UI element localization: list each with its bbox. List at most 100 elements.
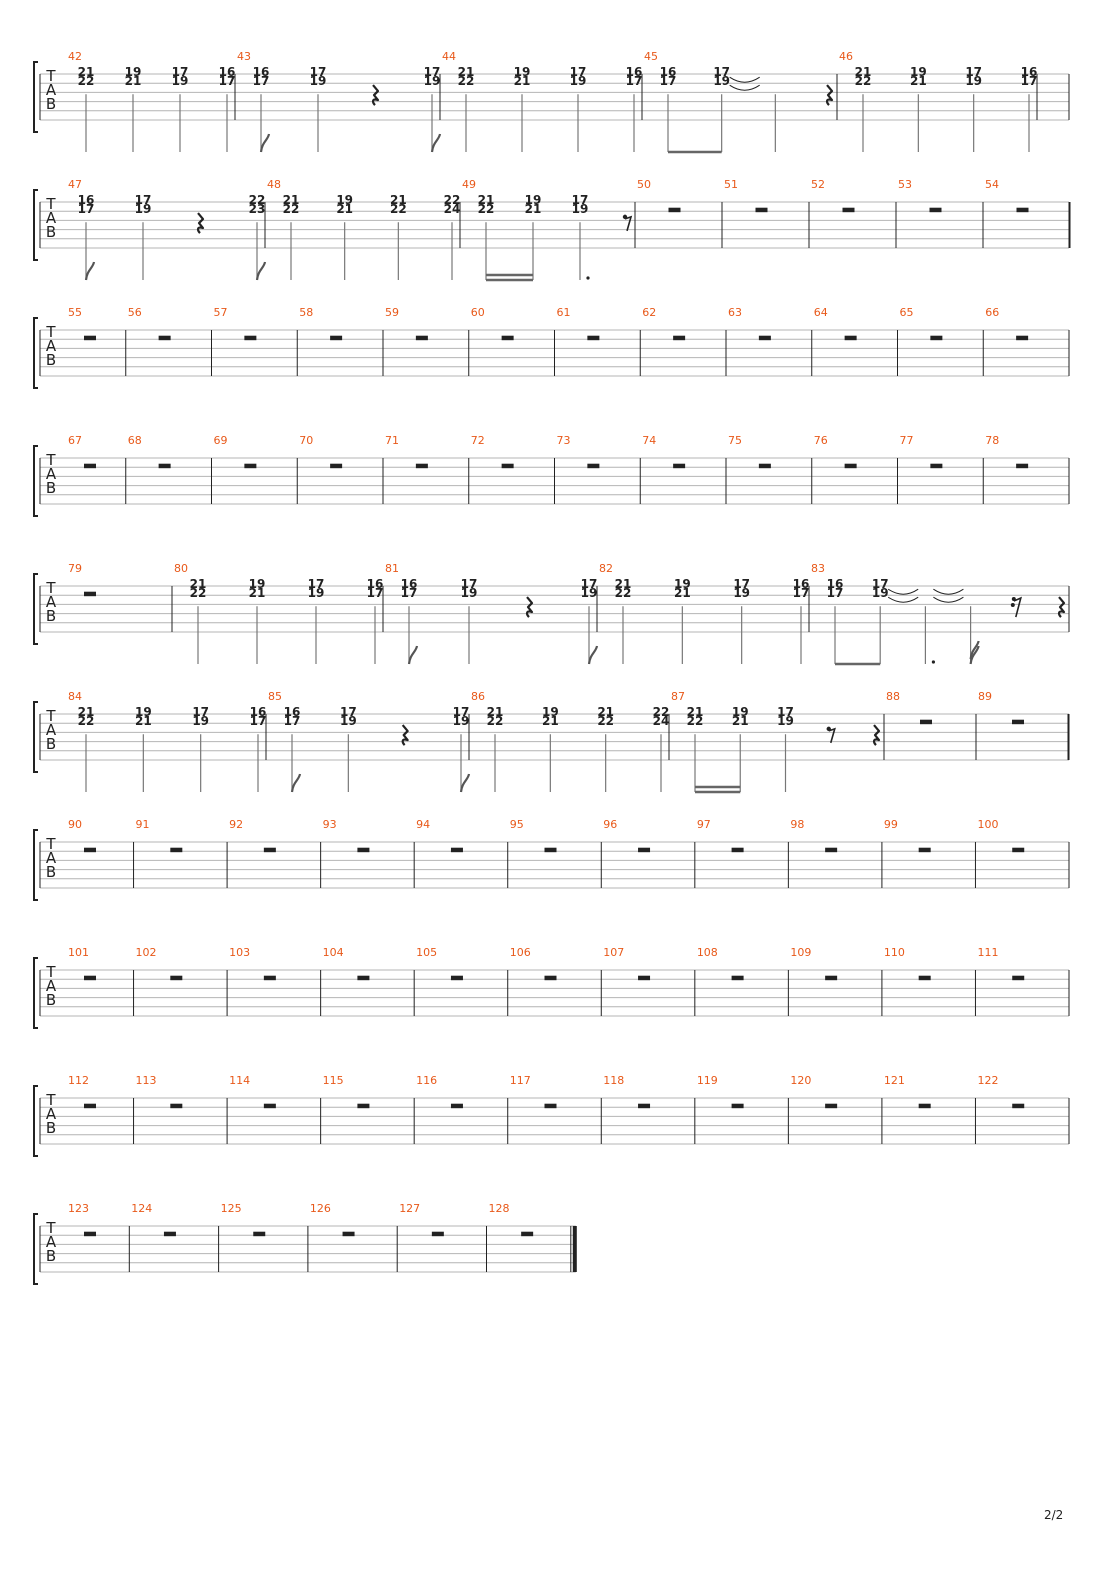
measure-62: 62	[642, 306, 727, 376]
tie-arc	[933, 588, 964, 595]
fret-number: 21	[615, 577, 632, 591]
whole-rest	[930, 335, 943, 341]
measure-66: 66	[985, 306, 1070, 376]
measure-127: 127	[399, 1202, 487, 1272]
system-bracket	[33, 317, 38, 389]
measure-number: 62	[642, 306, 656, 319]
whole-rest	[758, 463, 771, 469]
whole-rest	[330, 463, 343, 469]
measure-number: 43	[237, 50, 251, 63]
measure-90: 90	[68, 818, 135, 888]
fret-number: 21	[542, 714, 559, 728]
measure-number: 120	[790, 1074, 811, 1087]
measure-number: 96	[603, 818, 617, 831]
measure-111: 111	[977, 946, 1070, 1016]
whole-rest	[84, 847, 96, 853]
fret-number: 22	[687, 714, 704, 728]
fret-number: 17	[135, 193, 152, 207]
measure-95: 95	[510, 818, 602, 888]
measure-128: 128	[489, 1202, 534, 1237]
fret-number: 17	[424, 65, 441, 79]
fret-number: 17	[172, 65, 189, 79]
measure-112: 112	[68, 1074, 135, 1144]
whole-rest	[1016, 207, 1029, 213]
whole-rest	[1012, 975, 1025, 981]
fret-number: 17	[250, 714, 267, 728]
tie-arc	[729, 84, 760, 91]
measure-number: 92	[229, 818, 243, 831]
measure-number: 97	[697, 818, 711, 831]
fret-number: 17	[872, 577, 889, 591]
sixteenth-rest	[1013, 596, 1022, 618]
whole-rest	[450, 847, 463, 853]
measure-101: 101	[68, 946, 135, 1016]
measure-number: 83	[811, 562, 825, 575]
measure-number: 80	[174, 562, 188, 575]
measure-number: 114	[229, 1074, 250, 1087]
fret-number: 17	[626, 74, 643, 88]
whole-rest	[158, 335, 171, 341]
whole-rest	[920, 719, 932, 725]
fret-number: 17	[777, 705, 794, 719]
fret-number: 16	[367, 577, 384, 591]
fret-number: 16	[284, 705, 301, 719]
whole-rest	[415, 335, 428, 341]
whole-rest	[825, 1103, 838, 1109]
fret-number: 21	[78, 65, 95, 79]
measure-number: 82	[599, 562, 613, 575]
eighth-rest	[624, 215, 633, 232]
whole-rest	[544, 847, 557, 853]
measure-number: 58	[299, 306, 313, 319]
tab-clef-letter: B	[46, 95, 56, 113]
measure-73: 73	[557, 434, 641, 504]
quarter-rest	[1057, 596, 1066, 618]
fret-number: 19	[461, 586, 478, 600]
fret-number: 19	[733, 586, 750, 600]
measure-number: 128	[489, 1202, 510, 1215]
whole-rest	[263, 847, 276, 853]
whole-rest	[638, 847, 651, 853]
quarter-rest	[401, 724, 409, 746]
fret-number: 17	[219, 74, 236, 88]
measure-61: 61	[557, 306, 641, 376]
whole-rest	[342, 1231, 355, 1237]
measure-70: 70	[299, 434, 384, 504]
fret-number: 22	[78, 74, 95, 88]
measure-number: 123	[68, 1202, 89, 1215]
fret-number: 19	[340, 714, 357, 728]
eighth-flag	[84, 261, 96, 281]
fret-number: 21	[732, 714, 749, 728]
whole-rest	[1016, 335, 1029, 341]
whole-rest	[253, 1231, 266, 1237]
whole-rest	[158, 463, 171, 469]
measure-number: 68	[128, 434, 142, 447]
measure-number: 105	[416, 946, 437, 959]
fret-number: 16	[219, 65, 236, 79]
measure-number: 109	[790, 946, 811, 959]
measure-110: 110	[884, 946, 976, 1016]
fret-number: 22	[855, 74, 872, 88]
measure-number: 125	[221, 1202, 242, 1215]
fret-number: 16	[660, 65, 677, 79]
measure-94: 94	[416, 818, 509, 888]
measure-124: 124	[131, 1202, 220, 1272]
system-bracket	[33, 829, 38, 901]
fret-number: 19	[910, 65, 927, 79]
measure-number: 88	[886, 690, 900, 703]
final-barline-thick	[572, 1226, 577, 1272]
fret-number: 19	[713, 74, 730, 88]
fret-number: 21	[190, 577, 207, 591]
whole-rest	[731, 975, 744, 981]
measure-72: 72	[471, 434, 555, 504]
measure-number: 102	[136, 946, 157, 959]
fret-number: 22	[78, 714, 95, 728]
whole-rest	[825, 975, 838, 981]
fret-number: 19	[125, 65, 142, 79]
tab-clef-letter: T	[45, 323, 56, 341]
page-number: 2/2	[1044, 1508, 1064, 1522]
measure-93: 93	[323, 818, 415, 888]
tab-clef-letter: B	[46, 351, 56, 369]
